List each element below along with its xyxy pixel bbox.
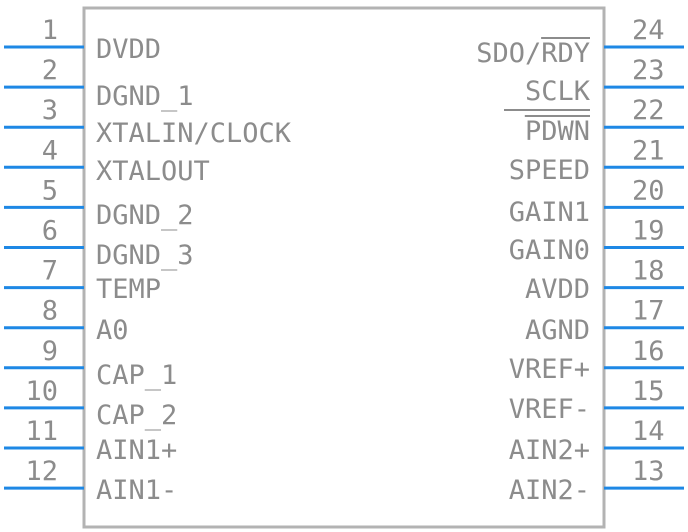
pin-number: 10 [25, 376, 58, 407]
pin-number: 2 [42, 55, 58, 86]
pin-number: 23 [632, 55, 665, 86]
pin-number: 20 [632, 175, 665, 206]
pin-number: 18 [632, 256, 665, 287]
pin-label: PDWN [525, 116, 590, 147]
pin-number: 12 [25, 456, 58, 487]
pin-label: XTALIN/CLOCK [96, 118, 292, 149]
pin-number: 22 [632, 95, 665, 126]
pin-label: SCLK [525, 76, 591, 107]
pin-label: DGND_1 [96, 81, 194, 112]
pin-label: DVDD [96, 34, 161, 65]
pin-label: AIN2+ [509, 435, 590, 466]
pin-label: AVDD [525, 274, 590, 305]
pin-label: SDO/RDY [476, 38, 590, 69]
pin-number: 19 [632, 216, 665, 247]
pin-number: 14 [632, 416, 665, 447]
pin-number: 9 [42, 336, 58, 367]
pin-number: 6 [42, 216, 58, 247]
pin-label: VREF+ [509, 354, 590, 385]
pin-number: 7 [42, 256, 58, 287]
pin-number: 3 [42, 95, 58, 126]
pin-number: 16 [632, 336, 665, 367]
pin-number: 13 [632, 456, 665, 487]
pin-number: 15 [632, 376, 665, 407]
pin-label: AIN1+ [96, 435, 177, 466]
pin-number: 17 [632, 296, 665, 327]
pin-label: AIN2- [509, 475, 590, 506]
pin-label: GAIN0 [509, 235, 590, 266]
pin-label: SPEED [509, 155, 590, 186]
pin-label: XTALOUT [96, 156, 210, 187]
pin-8: 8A0 [4, 296, 129, 346]
pin-number: 21 [632, 135, 665, 166]
pin-number: 1 [42, 15, 58, 46]
pin-number: 5 [42, 175, 58, 206]
pin-label: VREF- [509, 394, 590, 425]
pin-label: DGND_3 [96, 240, 194, 271]
pin-label: CAP_2 [96, 400, 177, 431]
pin-label: DGND_2 [96, 200, 194, 231]
pin-number: 11 [25, 416, 58, 447]
ic-body [82, 6, 606, 529]
pin-number: 4 [42, 135, 58, 166]
pin-number: 24 [632, 15, 665, 46]
pin-label: CAP_1 [96, 360, 177, 391]
pin-label: GAIN1 [509, 197, 590, 228]
pin-label: A0 [96, 315, 129, 346]
left-pin-group: 1DVDD2DGND_13XTALIN/CLOCK4XTALOUT5DGND_2… [4, 15, 292, 506]
right-pin-group: 24SDO/RDY23SCLK22PDWN21SPEED20GAIN119GAI… [476, 15, 684, 506]
pin-label: AIN1- [96, 475, 177, 506]
pin-number: 8 [42, 296, 58, 327]
pin-label: AGND [525, 315, 590, 346]
pin-label: TEMP [96, 274, 161, 305]
